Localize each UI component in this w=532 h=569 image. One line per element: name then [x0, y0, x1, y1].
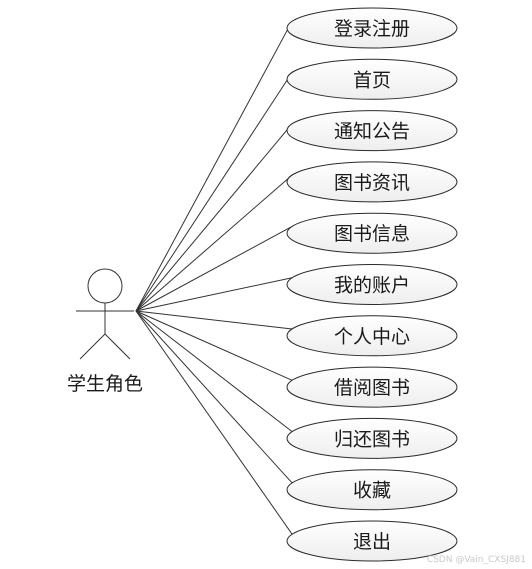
use-case-ellipse	[286, 7, 458, 49]
use-case: 归还图书	[286, 417, 458, 459]
use-case: 通知公告	[286, 110, 458, 152]
use-case-label: 登录注册	[334, 18, 410, 40]
use-case: 首页	[286, 58, 458, 100]
use-case: 退出	[286, 520, 458, 562]
use-case: 个人中心	[286, 315, 458, 357]
actor-head	[87, 268, 123, 304]
watermark: CSDN @Vain_CXSJ881	[426, 555, 526, 565]
actor-label: 学生角色	[67, 373, 143, 395]
use-case: 收藏	[286, 469, 458, 511]
association-line	[135, 310, 293, 535]
use-case-ellipse	[286, 110, 458, 152]
association-line	[135, 310, 293, 330]
use-case: 我的账户	[286, 264, 458, 305]
use-case-label: 个人中心	[334, 326, 410, 348]
use-case: 图书信息	[286, 212, 458, 254]
use-case: 借阅图书	[286, 366, 458, 408]
use-case-ellipse	[286, 161, 458, 203]
use-case-label: 借阅图书	[334, 377, 410, 399]
association-line	[135, 310, 293, 432]
association-line	[135, 72, 293, 312]
actor-student: 学生角色	[67, 268, 143, 395]
association-line	[135, 225, 293, 312]
use-case: 登录注册	[286, 7, 458, 49]
association-line	[135, 277, 293, 312]
use-case-ellipse	[286, 520, 458, 562]
association-line	[135, 174, 293, 312]
actor-left-leg	[79, 333, 106, 360]
actor-right-leg	[104, 333, 131, 360]
association-line	[135, 310, 293, 381]
use-case: 图书资讯	[286, 161, 458, 203]
use-case-ellipse	[286, 264, 458, 305]
use-case-label: 归还图书	[334, 428, 410, 450]
association-line	[135, 123, 293, 312]
use-case-label: 我的账户	[334, 275, 410, 297]
use-case-label: 图书资讯	[334, 172, 410, 194]
use-case-label: 通知公告	[334, 121, 410, 143]
use-case-ellipse	[286, 366, 458, 408]
use-case-label: 首页	[353, 69, 391, 91]
use-case-ellipse	[286, 58, 458, 100]
use-case-label: 退出	[353, 531, 391, 553]
use-case-ellipse	[286, 417, 458, 459]
use-case-ellipse	[286, 212, 458, 254]
use-case-ellipse	[286, 469, 458, 511]
use-case-label: 图书信息	[334, 223, 410, 245]
association-line	[135, 310, 293, 484]
use-case-ellipse	[286, 315, 458, 357]
use-case-label: 收藏	[353, 480, 391, 502]
association-line	[135, 20, 293, 312]
association-lines	[135, 20, 293, 535]
